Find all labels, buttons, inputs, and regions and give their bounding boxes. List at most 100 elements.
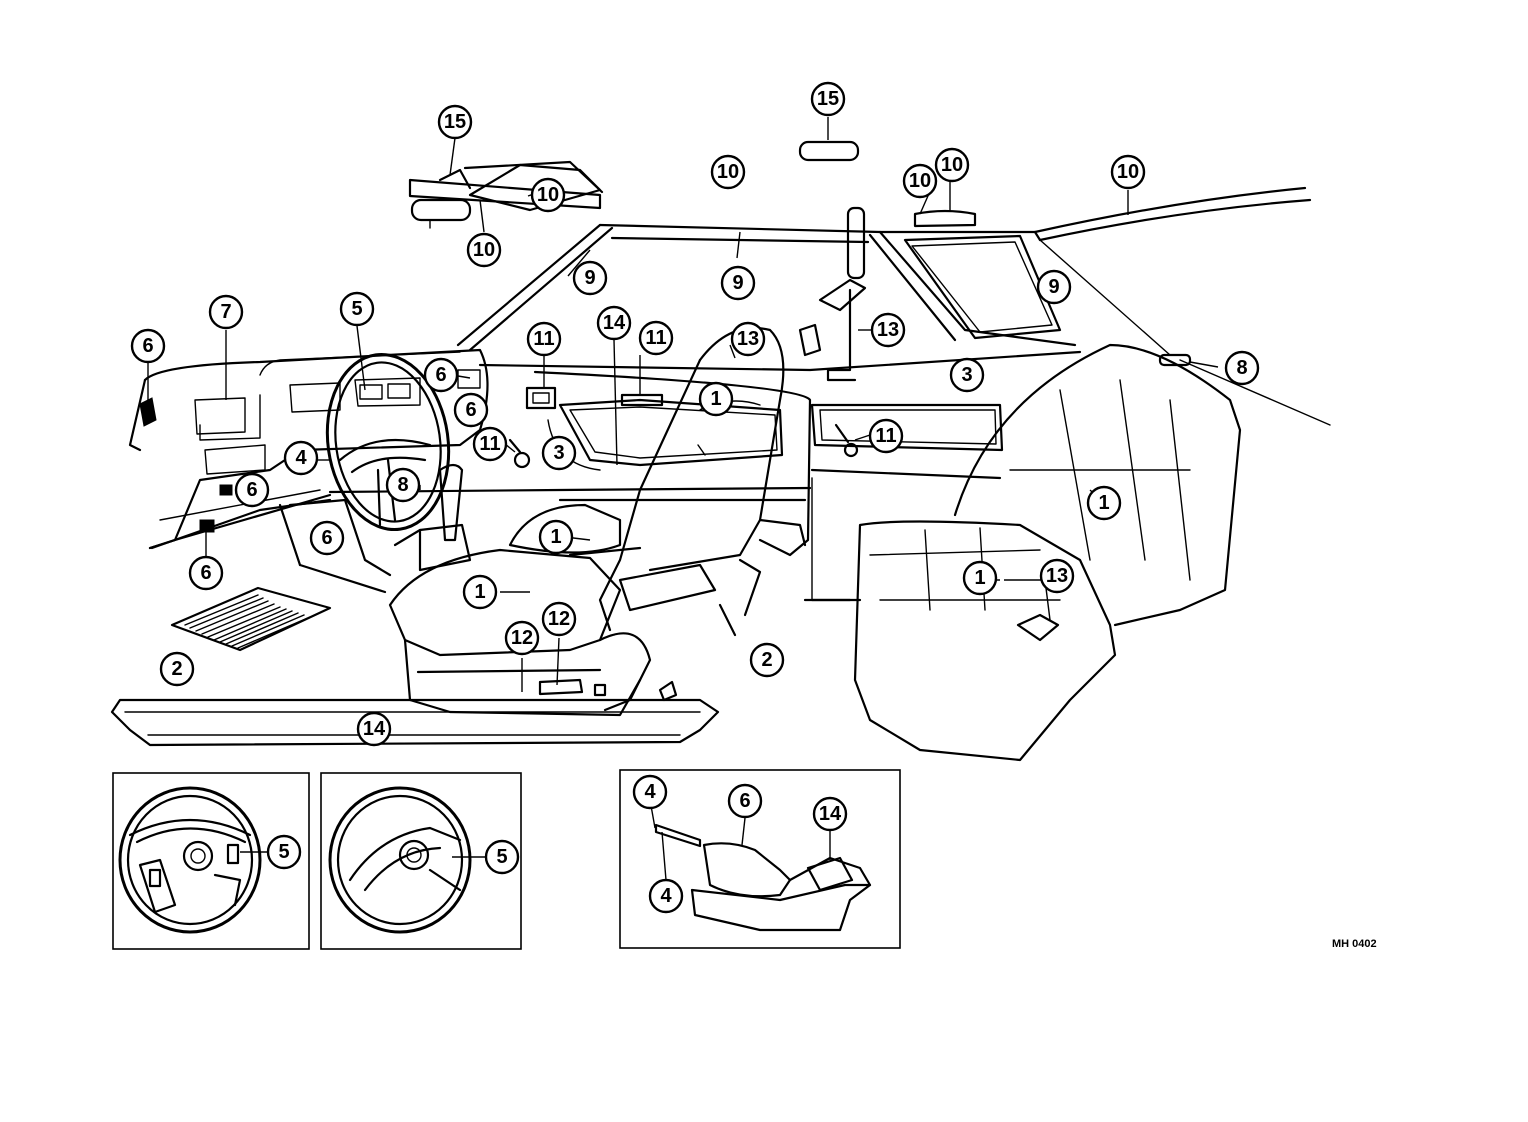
seat-belt	[798, 206, 867, 382]
svg-text:3: 3	[961, 364, 972, 386]
callout: 5	[339, 291, 375, 327]
svg-text:5: 5	[278, 841, 289, 863]
callout: 10	[466, 232, 502, 268]
svg-text:10: 10	[717, 161, 739, 183]
svg-text:9: 9	[584, 267, 595, 289]
window-frame	[456, 223, 1077, 352]
callout: 6	[453, 392, 489, 428]
svg-text:1: 1	[974, 567, 985, 589]
callout: 6	[423, 357, 459, 393]
callout: 2	[749, 642, 785, 678]
svg-text:6: 6	[465, 399, 476, 421]
callout: 7	[208, 294, 244, 330]
svg-text:1: 1	[550, 526, 561, 548]
callout: 14	[356, 711, 392, 747]
svg-text:9: 9	[1048, 276, 1059, 298]
callout: 15	[437, 104, 473, 140]
scuff-plate	[110, 698, 720, 747]
callout: 14	[812, 796, 848, 832]
callout: 1	[962, 560, 998, 596]
svg-text:10: 10	[537, 184, 559, 206]
svg-text:8: 8	[1236, 357, 1247, 379]
callout: 10	[902, 163, 938, 199]
svg-text:14: 14	[819, 803, 842, 825]
svg-text:10: 10	[941, 154, 963, 176]
svg-text:6: 6	[435, 364, 446, 386]
callout: 8	[1224, 350, 1260, 386]
svg-text:13: 13	[1046, 565, 1068, 587]
svg-text:4: 4	[644, 781, 656, 803]
callout: 6	[309, 520, 345, 556]
callout: 15	[810, 81, 846, 117]
roof-headliner	[408, 160, 1331, 426]
svg-text:2: 2	[171, 658, 182, 680]
callout: 6	[727, 783, 763, 819]
callouts: 6 7 5 6 6 11 4 6 8 6 6 15 10 10 9 10 15 …	[130, 81, 1260, 747]
svg-text:11: 11	[875, 425, 896, 447]
svg-text:6: 6	[142, 335, 153, 357]
leader-lines	[147, 117, 1219, 729]
svg-text:12: 12	[548, 608, 570, 630]
callout: 4	[632, 774, 668, 810]
svg-text:15: 15	[817, 88, 839, 110]
inset-steering-wheel-b: 5	[320, 772, 522, 950]
callout: 10	[710, 154, 746, 190]
callout: 2	[159, 651, 195, 687]
svg-text:5: 5	[351, 298, 362, 320]
reference-code: MH 0402	[1332, 938, 1377, 950]
svg-text:2: 2	[761, 649, 772, 671]
callout: 13	[870, 312, 906, 348]
callout: 5	[266, 834, 302, 870]
svg-text:10: 10	[909, 170, 931, 192]
svg-text:1: 1	[710, 388, 721, 410]
callout: 4	[283, 440, 319, 476]
callout: 11	[638, 320, 674, 356]
callout: 1	[538, 519, 574, 555]
svg-text:9: 9	[732, 272, 743, 294]
callout: 1	[462, 574, 498, 610]
svg-text:13: 13	[877, 319, 899, 341]
svg-text:11: 11	[479, 433, 500, 455]
svg-text:1: 1	[1098, 492, 1109, 514]
callout: 11	[526, 321, 562, 357]
callout: 3	[949, 357, 985, 393]
svg-text:11: 11	[533, 328, 554, 350]
callout: 12	[504, 620, 540, 656]
front-seat	[388, 326, 785, 717]
switches	[508, 353, 1192, 469]
callout: 3	[541, 435, 577, 471]
callout: 11	[472, 426, 508, 462]
inset-shift-console: 4 6 14 4	[619, 769, 901, 949]
callout: 10	[1110, 154, 1146, 190]
rear-seat	[853, 343, 1242, 762]
callout: 9	[720, 265, 756, 301]
door-panel	[478, 350, 1082, 602]
callout: 9	[572, 260, 608, 296]
callout: 11	[868, 418, 904, 454]
svg-text:4: 4	[660, 885, 672, 907]
svg-text:14: 14	[603, 312, 626, 334]
callout: 13	[1039, 558, 1075, 594]
svg-text:6: 6	[246, 479, 257, 501]
callout: 5	[484, 839, 520, 875]
svg-text:6: 6	[200, 562, 211, 584]
callout: 6	[234, 472, 270, 508]
svg-text:8: 8	[397, 474, 408, 496]
svg-text:5: 5	[496, 846, 507, 868]
callout: 6	[130, 328, 166, 364]
inset-steering-wheel-a: 5	[112, 772, 310, 950]
callout: 10	[934, 147, 970, 183]
callout: 4	[648, 878, 684, 914]
svg-text:15: 15	[444, 111, 466, 133]
shift-console	[278, 463, 472, 594]
callout: 10	[530, 177, 566, 213]
svg-text:13: 13	[737, 328, 759, 350]
callout: 9	[1036, 269, 1072, 305]
svg-text:11: 11	[645, 327, 666, 349]
callout: 12	[541, 601, 577, 637]
svg-text:14: 14	[363, 718, 386, 740]
svg-text:7: 7	[220, 301, 231, 323]
callout: 1	[698, 381, 734, 417]
svg-text:1: 1	[474, 581, 485, 603]
